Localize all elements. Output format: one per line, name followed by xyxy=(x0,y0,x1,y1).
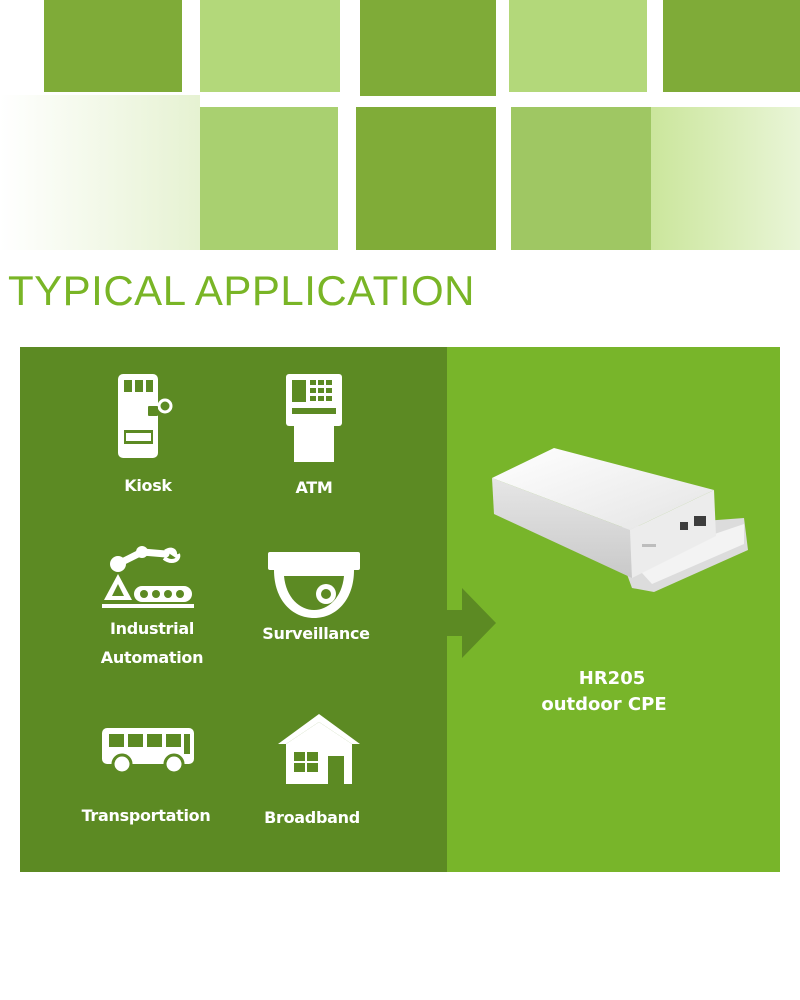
surveillance-camera-icon xyxy=(268,552,360,618)
app-label-atm: ATM xyxy=(295,478,333,497)
app-label-industrial: Industrial xyxy=(109,619,195,638)
page-title: TYPICAL APPLICATION xyxy=(8,267,475,314)
atm-icon xyxy=(286,374,342,462)
app-label-surveillance: Surveillance xyxy=(262,624,370,643)
app-label-kiosk: Kiosk xyxy=(124,476,172,495)
product-model: HR205 xyxy=(578,668,646,689)
banner-tile xyxy=(511,107,651,250)
industrial-automation-icon xyxy=(102,546,194,608)
applications-panel xyxy=(20,347,448,872)
decorative-banner xyxy=(0,0,800,250)
banner-tile xyxy=(200,0,340,92)
banner-tile xyxy=(663,0,800,92)
banner-tile xyxy=(200,107,338,250)
cpe-device-image xyxy=(492,448,748,592)
bus-icon xyxy=(102,728,194,775)
arrow-right-icon xyxy=(418,588,496,658)
app-label-transportation: Transportation xyxy=(81,806,211,825)
banner-tile xyxy=(360,0,496,96)
banner-tile xyxy=(509,0,647,92)
product-panel xyxy=(447,347,780,872)
app-label-automation: Automation xyxy=(100,648,204,667)
banner-mosaic xyxy=(0,0,800,250)
banner-tile xyxy=(651,107,800,250)
product-description: outdoor CPE xyxy=(541,694,667,715)
banner-tile xyxy=(44,0,182,92)
app-label-broadband: Broadband xyxy=(264,808,360,827)
banner-tile xyxy=(356,107,496,250)
kiosk-icon xyxy=(118,374,173,458)
house-icon xyxy=(278,714,360,784)
